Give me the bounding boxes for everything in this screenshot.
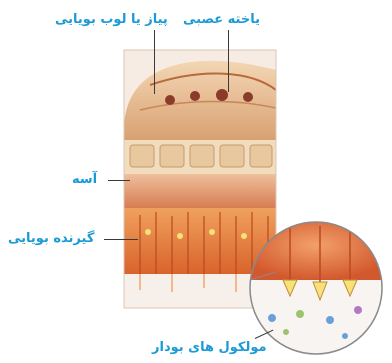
leader-bone — [108, 180, 130, 181]
label-bone: آسه — [72, 172, 97, 188]
tissue-layer — [124, 174, 276, 208]
leader-neuron — [228, 30, 229, 92]
leader-bulb — [154, 30, 155, 94]
label-neuron: یاخته عصبی — [183, 12, 260, 28]
label-odor-molecules: مولکول های بودار — [152, 340, 267, 356]
receptor-layer — [124, 208, 276, 274]
leader-receptor — [104, 239, 138, 240]
label-receptor: گیرنده بویایی — [8, 231, 94, 247]
label-olfactory-bulb: پیاز یا لوب بویایی — [55, 12, 168, 28]
